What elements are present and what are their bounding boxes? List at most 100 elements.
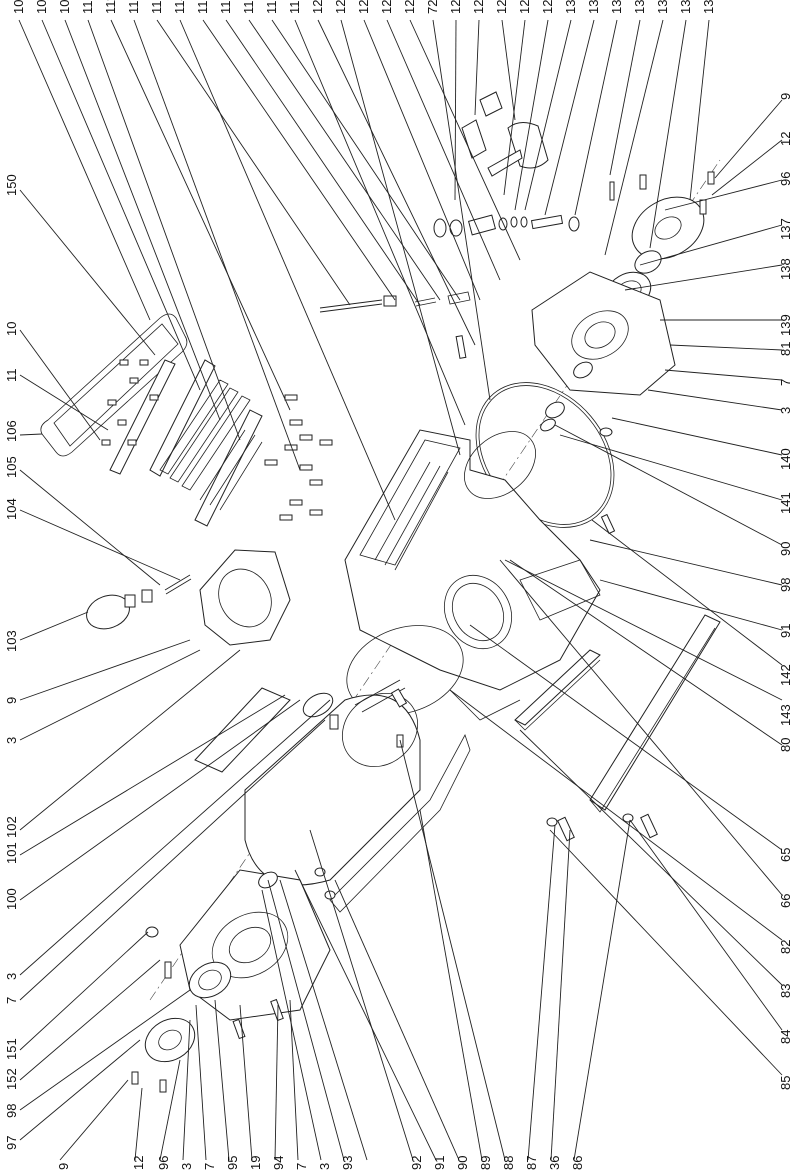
callout-bottom-1: 9	[56, 1163, 71, 1170]
callout-right-20: 82	[778, 940, 793, 954]
callout-bottom-2: 12	[131, 1156, 146, 1170]
callout-top-21: 126	[471, 0, 486, 14]
callout-right-8: 7	[778, 379, 793, 386]
part-drawings	[40, 91, 721, 1093]
callout-bottom-19: 86	[570, 1156, 585, 1170]
callout-top-10: 116	[218, 0, 233, 14]
callout-top-19: 72	[425, 0, 440, 14]
cylinder-gasket	[346, 625, 464, 715]
callout-right-2: 12	[778, 132, 793, 146]
small-screws	[101, 359, 333, 521]
callout-left-13: 3	[4, 973, 19, 980]
callout-top-9: 115	[195, 0, 210, 14]
callout-right-4: 137	[778, 218, 793, 240]
callout-right-11: 141	[778, 492, 793, 514]
callout-bottom-17: 87	[524, 1156, 539, 1170]
valve-plates	[109, 359, 263, 527]
callout-left-17: 98	[4, 1104, 19, 1118]
callout-right-3: 96	[778, 172, 793, 186]
callout-top-1: 107	[11, 0, 26, 14]
callout-top-20: 125	[448, 0, 463, 14]
callout-right-23: 85	[778, 1076, 793, 1090]
callout-bottom-9: 7	[294, 1163, 309, 1170]
callout-right-17: 80	[778, 738, 793, 752]
motor-housing	[244, 679, 421, 886]
callout-left-8: 9	[4, 697, 19, 704]
callout-bottom-12: 92	[409, 1156, 424, 1170]
callout-left-5: 105	[4, 456, 19, 478]
left-callouts: 150 10 11 106 105 104 103 9 3 102 101 10…	[4, 174, 19, 1150]
callout-left-11: 101	[4, 842, 19, 864]
callout-top-30: 135	[678, 0, 693, 14]
callout-top-8: 114	[172, 0, 187, 14]
callout-top-5: 111	[103, 0, 118, 14]
motor-rib-plate	[329, 733, 471, 913]
callout-right-6: 139	[778, 314, 793, 336]
callout-bottom-8: 94	[271, 1156, 286, 1170]
callout-top-7: 112	[149, 0, 164, 14]
oil-filler-assembly	[433, 91, 580, 238]
callout-top-26: 131	[586, 0, 601, 14]
callout-top-6: 113	[126, 0, 141, 14]
callout-top-18: 124	[402, 0, 417, 14]
callout-bottom-5: 7	[202, 1163, 217, 1170]
leader-lines	[18, 19, 783, 1161]
callout-bottom-18: 36	[547, 1156, 562, 1170]
callout-right-7: 81	[778, 342, 793, 356]
callout-right-14: 91	[778, 624, 793, 638]
callout-right-13: 98	[778, 578, 793, 592]
callout-top-15: 121	[333, 0, 348, 14]
callout-top-23: 128	[517, 0, 532, 14]
callout-top-29: 134	[655, 0, 670, 14]
callout-left-18: 97	[4, 1136, 19, 1150]
callout-left-2: 10	[4, 322, 19, 336]
callout-right-15: 142	[778, 664, 793, 686]
callout-left-3: 11	[4, 369, 19, 383]
front-bearing-plate	[144, 869, 331, 1063]
callout-bottom-16: 88	[501, 1156, 516, 1170]
callout-bottom-13: 91	[432, 1156, 447, 1170]
callout-bottom-3: 96	[156, 1156, 171, 1170]
callout-bottom-15: 89	[478, 1156, 493, 1170]
callout-top-11: 117	[241, 0, 256, 14]
callout-top-31: 136	[701, 0, 716, 14]
callout-top-2: 108	[34, 0, 49, 14]
top-callouts: 107 108 109 110 111 113 112 114 115 116 …	[11, 0, 716, 14]
callout-left-15: 151	[4, 1038, 19, 1060]
callout-left-7: 103	[4, 630, 19, 652]
callout-right-21: 83	[778, 984, 793, 998]
callout-right-19: 66	[778, 894, 793, 908]
callout-bottom-7: 19	[248, 1156, 263, 1170]
callout-right-1: 9	[778, 93, 793, 100]
mounting-rails	[514, 614, 721, 813]
long-bolts	[319, 291, 471, 359]
callout-top-3: 109	[57, 0, 72, 14]
callout-top-27: 132	[609, 0, 624, 14]
bottom-callouts: 9 12 96 3 7 95 19 94 7 3 93 92 91 90 89 …	[56, 1156, 585, 1170]
callout-right-18: 65	[778, 848, 793, 862]
callout-right-9: 3	[778, 407, 793, 414]
callout-right-22: 84	[778, 1030, 793, 1044]
callout-top-22: 127	[494, 0, 509, 14]
callout-top-16: 122	[356, 0, 371, 14]
callout-left-14: 7	[4, 997, 19, 1004]
pump-body	[344, 429, 601, 721]
callout-top-24: 129	[540, 0, 555, 14]
rear-end-cover	[531, 196, 705, 396]
callout-bottom-14: 90	[455, 1156, 470, 1170]
callout-top-13: 118	[287, 0, 302, 14]
callout-bottom-4: 3	[179, 1163, 194, 1170]
seal-rings	[475, 382, 615, 528]
callout-top-28: 133	[632, 0, 647, 14]
callout-left-4: 106	[4, 420, 19, 442]
motor-side-plate	[194, 687, 291, 773]
callout-top-17: 123	[379, 0, 394, 14]
callout-left-9: 3	[4, 737, 19, 744]
callout-left-10: 102	[4, 816, 19, 838]
callout-top-4: 110	[80, 0, 95, 14]
callout-top-25: 130	[563, 0, 578, 14]
callout-bottom-6: 95	[225, 1156, 240, 1170]
callout-left-1: 150	[4, 174, 19, 196]
